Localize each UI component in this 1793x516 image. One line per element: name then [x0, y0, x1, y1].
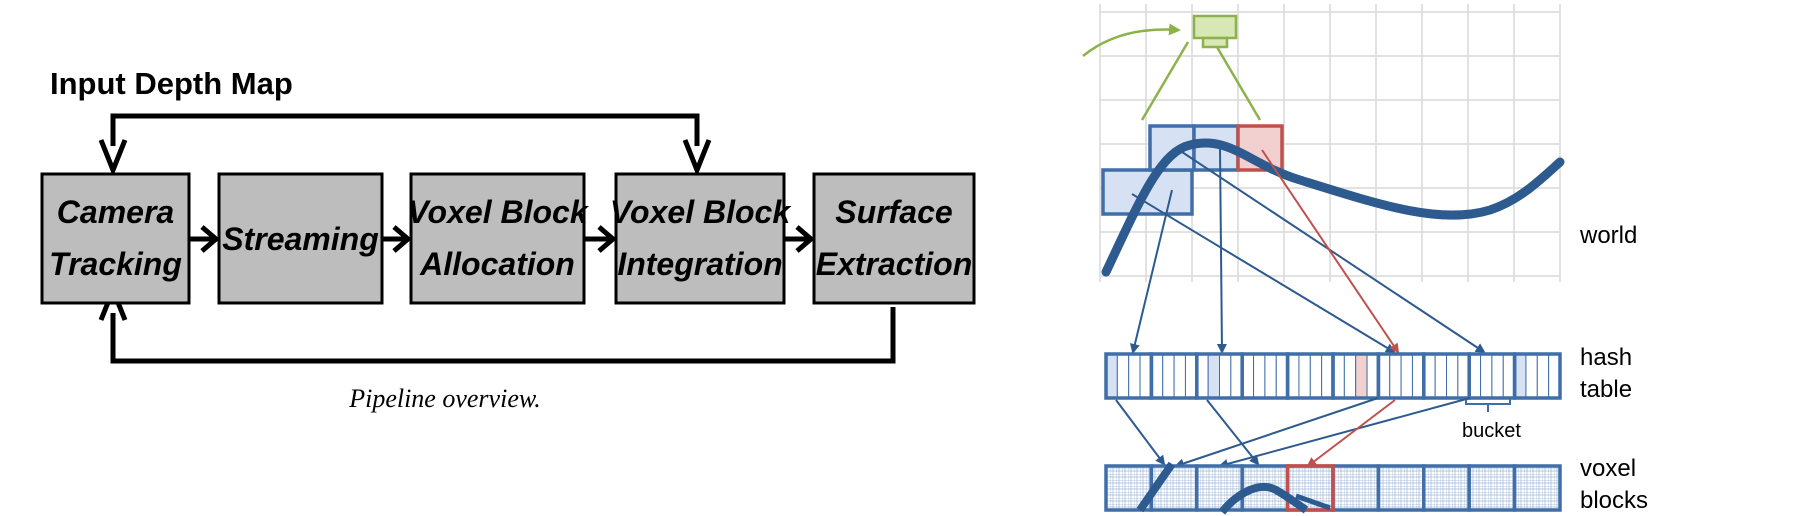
voxel-hashing-diagram: world hash table bucket voxel blocks — [1082, 4, 1648, 515]
voxel-block-collision-border — [1285, 464, 1335, 512]
hash-slot — [1116, 353, 1130, 399]
hash-slot — [1128, 353, 1141, 399]
stage-label-line1: Camera — [57, 194, 174, 230]
world-to-hash-arrows — [1130, 147, 1486, 354]
hash-bucket — [1512, 352, 1562, 400]
top-feedback-connector — [98, 113, 712, 177]
label-bucket: bucket — [1462, 420, 1521, 442]
hash-slot — [1536, 353, 1550, 399]
pipeline-caption: Pipeline overview. — [348, 384, 541, 413]
hash-slot — [1446, 353, 1459, 399]
hash-slot — [1309, 353, 1323, 399]
stage-label-line1: Voxel Block — [407, 194, 589, 230]
bucket-bracket — [1465, 397, 1511, 412]
voxel-blocks — [1104, 464, 1562, 512]
label-hash-table-line2: table — [1580, 376, 1632, 403]
label-world: world — [1579, 222, 1637, 249]
stage-label-line2: Extraction — [816, 246, 972, 282]
stage-camera-tracking: Camera Tracking — [40, 172, 191, 305]
pipeline-diagram: Input Depth Map Camera Tracking Streamin… — [40, 66, 976, 413]
hash-slot — [1355, 353, 1368, 399]
hash-slot — [1343, 353, 1357, 399]
stage-voxel-block-allocation: Voxel Block Allocation — [407, 172, 590, 305]
stage-streaming: Streaming — [217, 172, 384, 305]
pipeline-title: Input Depth Map — [50, 66, 293, 101]
hash-slot — [1207, 353, 1221, 399]
hash-slot — [1400, 353, 1413, 399]
world-grid — [1099, 4, 1561, 282]
arrow-1-icon — [190, 225, 220, 253]
hash-slot — [1525, 353, 1538, 399]
down-arrowhead-camera-icon — [98, 139, 128, 177]
collision-arrow — [1306, 399, 1396, 468]
down-arrowhead-integration-icon — [682, 139, 712, 177]
stage-label-line2: Tracking — [49, 246, 182, 282]
label-voxel-blocks-line2: blocks — [1580, 487, 1648, 514]
hash-slot — [1491, 353, 1504, 399]
arrow-4-icon — [785, 225, 815, 253]
camera-motion-arrow-icon — [1082, 23, 1181, 57]
arrow-3-icon — [585, 225, 617, 253]
hash-slot — [1219, 353, 1232, 399]
stage-label-line1: Streaming — [222, 221, 378, 257]
hash-slot — [1434, 353, 1448, 399]
camera-icon — [1082, 14, 1262, 121]
voxel-block — [1422, 464, 1471, 512]
label-hash-table-line1: hash — [1580, 344, 1632, 371]
voxel-block — [1467, 464, 1517, 512]
collision-arrow — [1261, 149, 1400, 354]
arrow-2-icon — [383, 225, 412, 253]
voxel-block — [1376, 464, 1426, 512]
hash-slot — [1173, 353, 1186, 399]
stage-label-line1: Surface — [835, 194, 952, 230]
stage-voxel-block-integration: Voxel Block Integration — [610, 172, 792, 305]
hash-slot — [1162, 353, 1175, 399]
stage-connector-arrows — [190, 225, 815, 253]
hash-slot — [1389, 353, 1402, 399]
stage-label-line1: Voxel Block — [610, 194, 792, 230]
voxel-block — [1512, 464, 1562, 512]
hash-slot — [1298, 353, 1311, 399]
hash-table — [1104, 352, 1562, 400]
label-voxel-blocks-line1: voxel — [1580, 455, 1636, 482]
stage-label-line2: Integration — [617, 246, 782, 282]
allocated-world-blocks — [1101, 124, 1284, 216]
surface-curve — [1101, 138, 1565, 277]
hash-slot — [1480, 353, 1493, 399]
hash-slot — [1253, 353, 1266, 399]
voxel-surface-curves — [1136, 461, 1331, 515]
hash-to-voxel-arrows — [1115, 397, 1471, 469]
world-block — [1101, 168, 1194, 216]
voxel-block — [1331, 464, 1381, 512]
hash-slot — [1264, 353, 1277, 399]
stage-label-line2: Allocation — [419, 246, 575, 282]
stage-surface-extraction: Surface Extraction — [812, 172, 976, 305]
